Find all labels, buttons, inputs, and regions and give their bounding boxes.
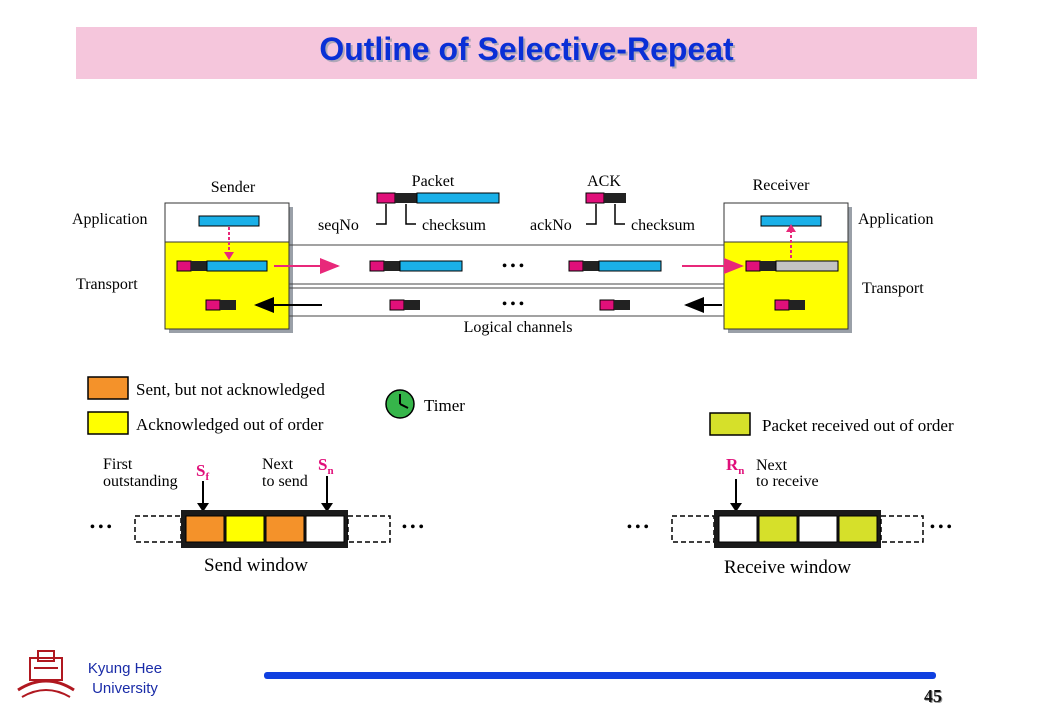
sn-label: Sn	[318, 455, 334, 477]
send-slot-3	[265, 515, 305, 543]
page-title: Outline of Selective-Repeat	[319, 31, 734, 67]
legend-sent-label: Sent, but not acknowledged	[136, 380, 325, 399]
packet-label: Packet	[412, 173, 455, 190]
university-name-line-1: Kyung Hee	[87, 660, 163, 677]
send-right-dots: • • •	[402, 520, 424, 535]
title-bar: Outline of Selective-Repeat	[76, 27, 977, 79]
packet-checksum-label: checksum	[422, 217, 487, 234]
send-window-caption: Send window	[204, 555, 308, 576]
receive-slot-2	[758, 515, 798, 543]
receive-slot-1	[718, 515, 758, 543]
ackno-label: ackNo	[530, 217, 572, 234]
receive-right-dots: • • •	[930, 520, 952, 535]
sender-application-label: Application	[72, 211, 148, 228]
footer-bar	[264, 672, 936, 679]
receiver-block: Receiver Application Transport	[723, 177, 934, 333]
packet-format: Packet seqNo checksum	[318, 173, 500, 234]
sf-label: Sf	[196, 461, 209, 483]
send-slot-4	[305, 515, 345, 543]
send-left-dots: • • •	[90, 520, 112, 535]
sender-app-packet	[198, 215, 260, 227]
receiver-label: Receiver	[753, 177, 811, 194]
university-name: Kyung Hee University	[70, 659, 180, 699]
receiver-transport-label: Transport	[862, 280, 924, 297]
legend-swatch-acked	[87, 411, 129, 435]
next-to-receive-label-2: to receive	[756, 473, 819, 490]
legend-timer-label: Timer	[424, 396, 465, 415]
send-slot-2	[225, 515, 265, 543]
legend-swatch-sent	[87, 376, 129, 400]
first-outstanding-label-1: First	[103, 456, 133, 473]
sender-label: Sender	[211, 179, 256, 196]
send-window: First outstanding Sf Next to send Sn • •…	[90, 455, 424, 576]
legend-swatch-received	[709, 412, 751, 436]
sender-transport-label: Transport	[76, 276, 138, 293]
next-to-send-label-1: Next	[262, 456, 294, 473]
logical-channels: Logical channels • • • • • •	[254, 244, 744, 336]
university-logo-icon	[17, 650, 75, 698]
sender-block: Sender Application Transport	[72, 179, 293, 333]
page-number: 45	[924, 686, 942, 706]
ack-label: ACK	[587, 173, 621, 190]
receive-window: Rn Next to receive • • • • • • Receive w…	[627, 455, 952, 578]
receive-slot-3	[798, 515, 838, 543]
receive-slot-4	[838, 515, 878, 543]
forward-ellipsis: • • •	[502, 259, 524, 274]
receiver-application-label: Application	[858, 211, 934, 228]
rn-label: Rn	[726, 455, 744, 477]
receive-window-caption: Receive window	[724, 557, 851, 578]
next-to-receive-label-1: Next	[756, 457, 788, 474]
logical-channels-label: Logical channels	[464, 319, 573, 336]
receive-left-dots: • • •	[627, 520, 649, 535]
legend-acked-label: Acknowledged out of order	[136, 415, 324, 434]
university-name-line-2: University	[92, 680, 158, 697]
first-outstanding-label-2: outstanding	[103, 473, 178, 490]
ack-checksum-label: checksum	[631, 217, 696, 234]
next-to-send-label-2: to send	[262, 473, 308, 490]
ack-format: ACK ackNo checksum	[530, 173, 696, 234]
legend-received-label: Packet received out of order	[762, 416, 954, 435]
timer-icon	[385, 389, 415, 419]
backward-ellipsis: • • •	[502, 297, 524, 312]
legend: Sent, but not acknowledged Acknowledged …	[87, 376, 954, 436]
send-slot-1	[185, 515, 225, 543]
seqno-label: seqNo	[318, 217, 359, 234]
